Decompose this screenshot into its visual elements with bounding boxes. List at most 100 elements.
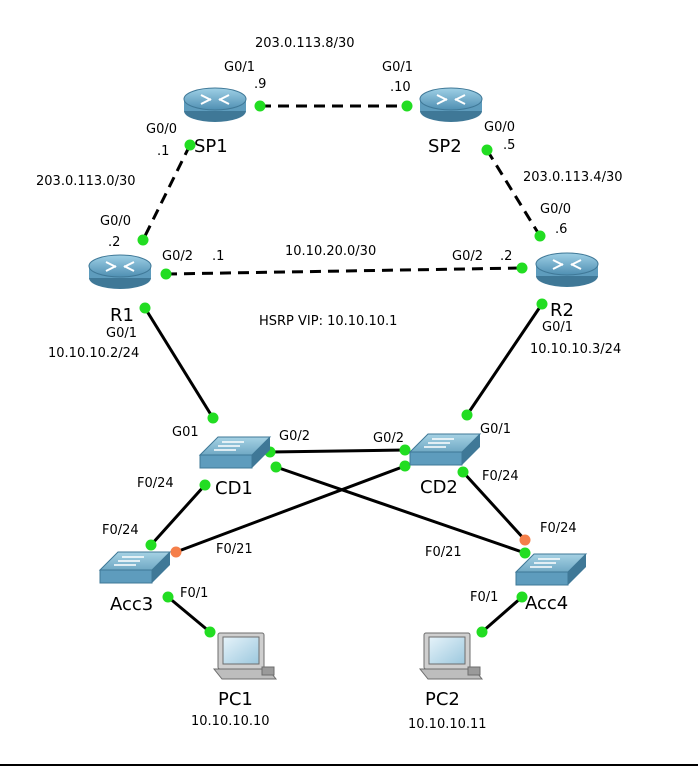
port-dot <box>401 100 413 112</box>
device-name-pc1: PC1 <box>218 689 253 710</box>
port-label: F0/24 <box>540 521 577 536</box>
port-dot <box>399 460 411 472</box>
link-sp1-r1[interactable] <box>141 144 192 241</box>
switch-acc3[interactable] <box>98 551 172 584</box>
device-name-cd1: CD1 <box>215 478 253 499</box>
link-sp2-r2[interactable] <box>485 149 542 237</box>
ip-label: .6 <box>555 222 567 237</box>
port-dot <box>457 466 469 478</box>
device-name-cd2: CD2 <box>420 477 458 498</box>
router-arrows-icon <box>436 94 466 105</box>
device-name-acc3: Acc3 <box>110 594 153 615</box>
link-cd2-acc4[interactable] <box>461 470 527 542</box>
port-dot <box>199 479 211 491</box>
port-label: G0/0 <box>540 202 571 217</box>
ip-label: .10 <box>390 80 411 95</box>
ip-label: 10.10.10.3/24 <box>530 342 621 357</box>
port-label: F0/24 <box>482 469 519 484</box>
port-label: G0/0 <box>146 122 177 137</box>
port-label: G0/1 <box>224 60 255 75</box>
port-dot <box>145 539 157 551</box>
port-dot <box>516 591 528 603</box>
port-status-dots <box>137 100 548 638</box>
links <box>141 104 544 634</box>
port-dot <box>519 547 531 559</box>
ip-label: .9 <box>254 77 266 92</box>
ip-label: 10.10.10.11 <box>408 717 487 732</box>
link-r1-cd1[interactable] <box>143 307 215 419</box>
device-name-r1: R1 <box>110 305 134 326</box>
port-dot-blocked <box>519 534 531 546</box>
device-name-r2: R2 <box>550 300 574 321</box>
port-label: G0/2 <box>162 249 193 264</box>
device-name-sp1: SP1 <box>194 136 228 157</box>
port-label: G0/1 <box>480 422 511 437</box>
switch-arrows-icon <box>530 558 560 568</box>
link-acc3-pc1[interactable] <box>167 595 211 634</box>
network-label: 203.0.113.4/30 <box>523 170 623 185</box>
port-label: F0/1 <box>470 590 498 605</box>
pc-pc1[interactable] <box>212 632 278 680</box>
ip-label: .5 <box>503 138 515 153</box>
port-dot <box>399 444 411 456</box>
link-cd2-acc3[interactable] <box>175 464 406 554</box>
port-dot <box>516 262 528 274</box>
hsrp-vip-label: HSRP VIP: 10.10.10.1 <box>259 314 397 329</box>
device-name-acc4: Acc4 <box>525 593 568 614</box>
network-label: 10.10.20.0/30 <box>285 244 376 259</box>
labels: 203.0.113.8/30 G0/1 .9 G0/1 .10 G0/0 .1 … <box>36 36 623 732</box>
port-label: F0/21 <box>425 545 462 560</box>
port-dot <box>204 626 216 638</box>
ip-label: 10.10.10.2/24 <box>48 346 139 361</box>
port-label: G01 <box>172 425 199 440</box>
ip-label: .1 <box>212 249 224 264</box>
link-cd1-acc3[interactable] <box>149 483 207 547</box>
link-r1-r2[interactable] <box>165 266 523 276</box>
pc-pc2[interactable] <box>418 632 484 680</box>
switch-acc4[interactable] <box>514 553 588 586</box>
port-label: G0/0 <box>100 214 131 229</box>
ip-label: .2 <box>108 235 120 250</box>
port-dot <box>534 230 546 242</box>
port-label: G0/1 <box>382 60 413 75</box>
router-arrows-icon <box>552 259 582 270</box>
bottom-border-line <box>0 764 698 766</box>
link-cd1-cd2[interactable] <box>269 448 406 454</box>
port-label: G0/2 <box>452 249 483 264</box>
router-sp2[interactable] <box>419 87 483 122</box>
port-dot <box>139 302 151 314</box>
switch-arrows-icon <box>214 441 244 451</box>
link-r2-cd2[interactable] <box>465 303 544 416</box>
device-names: SP1 SP2 R1 R2 CD1 CD2 Acc3 Acc4 PC1 PC2 <box>110 136 574 710</box>
device-name-sp2: SP2 <box>428 136 462 157</box>
switch-cd1[interactable] <box>198 436 272 469</box>
port-dot <box>481 144 493 156</box>
port-label: G0/2 <box>373 431 404 446</box>
ip-label: .1 <box>157 144 169 159</box>
switch-arrows-icon <box>424 438 454 448</box>
port-dot-blocked <box>170 546 182 558</box>
port-label: F0/24 <box>137 476 174 491</box>
port-dot <box>207 412 219 424</box>
port-dot <box>536 298 548 310</box>
network-label: 203.0.113.0/30 <box>36 174 136 189</box>
link-cd1-acc4[interactable] <box>275 465 526 555</box>
port-dot <box>254 100 266 112</box>
switch-arrows-icon <box>114 556 144 566</box>
device-name-pc2: PC2 <box>425 689 460 710</box>
port-dot <box>162 591 174 603</box>
port-dot <box>270 461 282 473</box>
port-dot <box>461 409 473 421</box>
router-r2[interactable] <box>535 252 599 287</box>
network-label: 203.0.113.8/30 <box>255 36 355 51</box>
port-dot <box>137 234 149 246</box>
router-arrows-icon <box>105 261 135 272</box>
port-label: G0/1 <box>542 320 573 335</box>
link-acc4-pc2[interactable] <box>481 595 523 634</box>
router-sp1[interactable] <box>183 87 247 122</box>
port-label: G0/0 <box>484 120 515 135</box>
router-r1[interactable] <box>88 254 152 289</box>
switch-cd2[interactable] <box>408 433 482 466</box>
port-label: F0/21 <box>216 542 253 557</box>
